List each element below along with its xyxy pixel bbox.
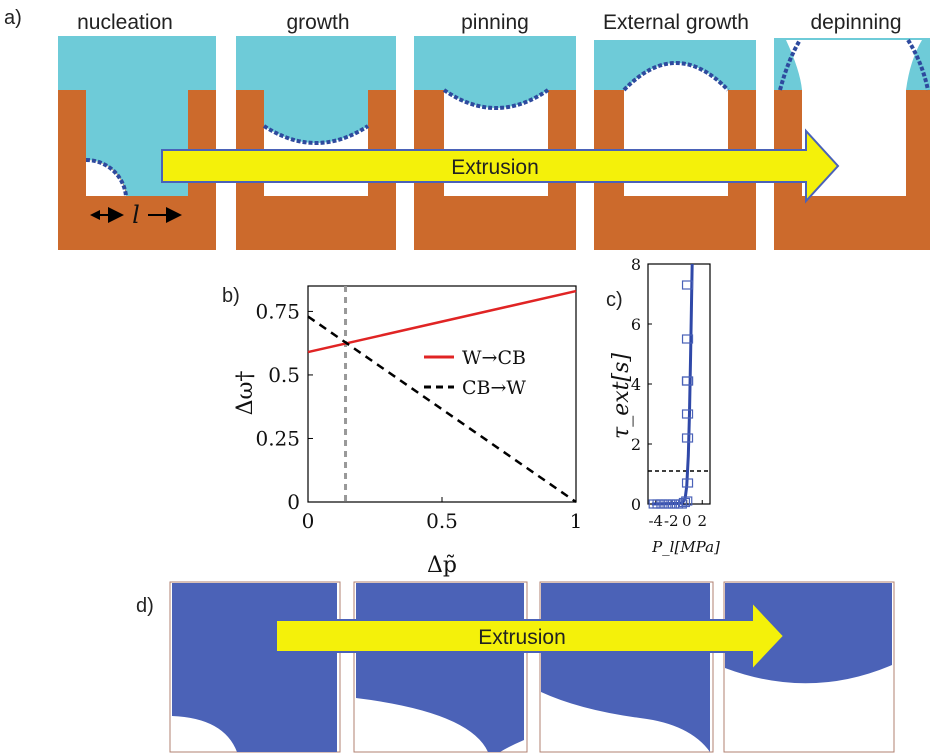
chart-b-y-tick-label: 0 <box>287 490 300 514</box>
chart-b-series-line <box>307 315 577 504</box>
length-symbol: l <box>132 201 140 229</box>
stage-label-nucleation: nucleation <box>77 11 173 34</box>
chart-c-data-point <box>681 334 694 344</box>
chart-c-y-tick-label: 0 <box>631 495 641 514</box>
cell-external-growth <box>594 40 756 250</box>
chart-c-frame <box>647 263 711 505</box>
chart-b-legend-label: W→CB <box>462 347 526 369</box>
sim-frame-1 <box>169 581 341 753</box>
chart-c-y-axis-label: τ_ext[s] <box>609 353 634 439</box>
chart-c-y-tick-label: 6 <box>631 315 641 334</box>
chart-c-data-point <box>681 409 694 419</box>
cell-growth <box>236 36 396 250</box>
cell-depinning <box>774 38 930 250</box>
sim-frame-3 <box>539 581 714 753</box>
chart-b-x-axis-label: Δp̃ <box>427 553 457 578</box>
extrusion-label-a: Extrusion <box>451 156 539 179</box>
cell-nucleation: l <box>58 36 216 250</box>
chart-b-y-tick-label: 0.25 <box>255 426 300 450</box>
extrusion-arrow-a: Extrusion <box>161 128 840 204</box>
chart-c-x-tick-label: 0 <box>682 512 692 530</box>
chart-c-data-point <box>681 496 693 506</box>
chart-c-data-point <box>681 280 694 290</box>
chart-b-y-axis-label: Δω† <box>233 371 258 416</box>
chart-c-x-axis-label: P_l[MPa] <box>651 538 720 556</box>
chart-c-data-point <box>678 497 691 508</box>
chart-c-y-tick-label: 4 <box>631 375 641 394</box>
chart-c-x-tick-label: -2 <box>664 512 679 530</box>
chart-c-x-tick-label: 2 <box>697 512 707 530</box>
chart-b-x-tick-label: 0.5 <box>426 509 458 533</box>
panel-c-label: c) <box>606 289 623 311</box>
panel-b-label: b) <box>222 285 240 307</box>
chart-c-fit-curve <box>651 263 694 506</box>
chart-b-series-line <box>307 289 577 354</box>
chart-b-legend-label: CB→W <box>462 377 526 399</box>
sim-frame-4 <box>723 581 895 753</box>
cell-pinning <box>414 36 576 250</box>
chart-b: b) 0 0.5 1 0 0.25 0.5 0.75 Δp̃ Δω† W→CB CB→W <box>222 285 582 578</box>
chart-c-y-tick-label: 2 <box>631 435 641 454</box>
chart-b-frame <box>307 285 577 503</box>
extrusion-arrow-d: Extrusion <box>275 599 786 673</box>
chart-c-data-point <box>681 376 694 386</box>
chart-c-x-tick-label: -4 <box>648 512 663 530</box>
stage-label-external-growth: External growth <box>603 11 749 34</box>
chart-c-data-point <box>681 433 694 443</box>
sim-frame-2 <box>353 581 528 753</box>
extrusion-label-d: Extrusion <box>478 626 566 649</box>
stage-label-depinning: depinning <box>810 11 901 34</box>
panel-a-label: a) <box>4 7 22 29</box>
chart-c-y-tick-label: 8 <box>631 255 641 274</box>
panel-d-label: d) <box>136 595 154 617</box>
chart-c-data-point <box>681 478 694 488</box>
chart-b-x-tick-label: 1 <box>570 509 583 533</box>
chart-b-x-tick-label: 0 <box>302 509 315 533</box>
stage-label-growth: growth <box>286 11 349 34</box>
chart-b-y-tick-label: 0.5 <box>268 363 300 387</box>
chart-b-y-tick-label: 0.75 <box>255 299 300 323</box>
stage-label-pinning: pinning <box>461 11 529 34</box>
